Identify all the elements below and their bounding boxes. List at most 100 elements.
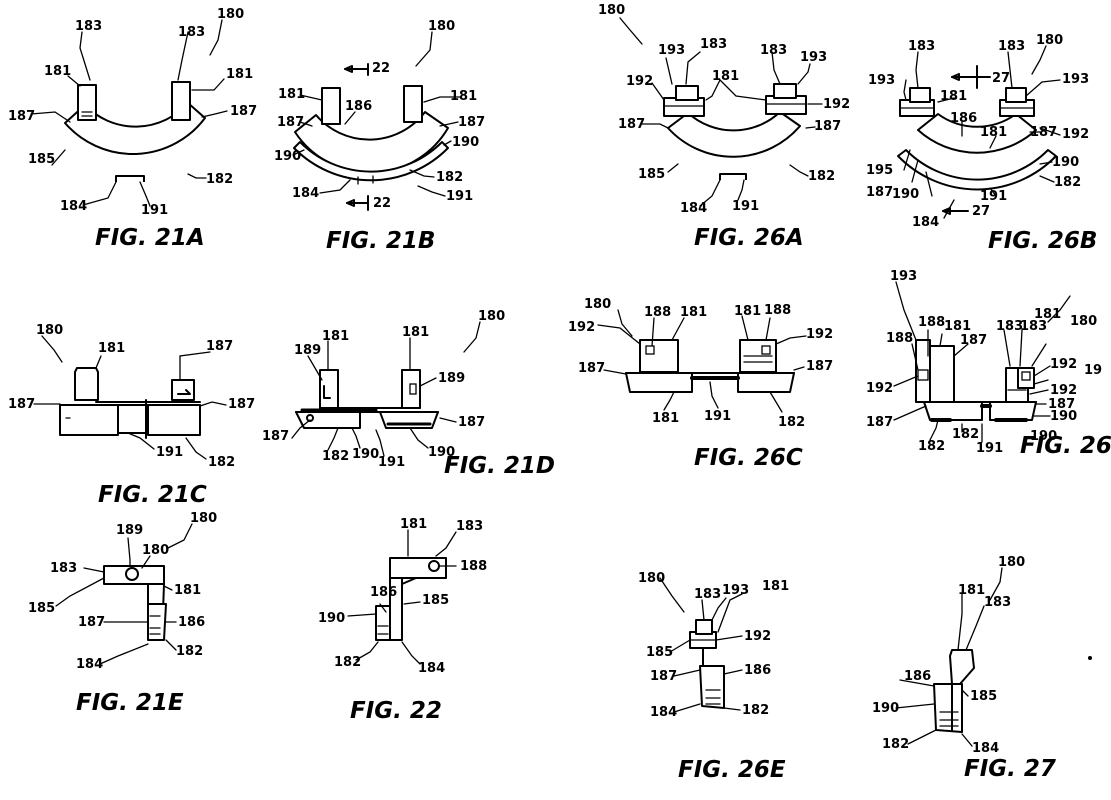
label: 180 <box>638 571 665 586</box>
label: 187 <box>1048 397 1075 412</box>
post-left-26a <box>675 85 699 101</box>
figure-caption: FIG. 26E <box>678 757 786 783</box>
label: 190 <box>1050 409 1077 424</box>
label: 184 <box>912 215 939 230</box>
clamp-left-26d <box>929 345 955 403</box>
label: 181 <box>680 305 707 320</box>
label: 193 <box>1062 72 1089 87</box>
label: 181 <box>322 329 349 344</box>
label: 187 <box>8 397 35 412</box>
label: 187 <box>866 415 893 430</box>
figure-21b: 180 22 181 181 187 186 187 190 190 184 1… <box>274 19 485 254</box>
pivot-hole-22 <box>428 560 440 572</box>
figure-21d: 180 181 189 181 189 187 187 182 190 191 … <box>262 309 555 479</box>
label: 181 <box>278 87 305 102</box>
figure-26b: 183 183 180 193 27 193 181 186 181 187 1… <box>866 33 1097 254</box>
label: 182 <box>882 737 909 752</box>
label: 187 <box>618 117 645 132</box>
label: 180 <box>190 511 217 526</box>
label: 183 <box>908 39 935 54</box>
label: 181 <box>98 341 125 356</box>
label: 192 <box>568 320 595 335</box>
label: 183 <box>694 587 721 602</box>
label: 186 <box>950 111 977 126</box>
label: 193 <box>658 43 685 58</box>
label: 182 <box>1054 175 1081 190</box>
post-right-21a <box>171 81 191 121</box>
label: 186 <box>370 585 397 600</box>
label: 182 <box>334 655 361 670</box>
label: 184 <box>650 705 677 720</box>
post-right-26b <box>1005 87 1027 103</box>
label: 183 <box>996 319 1023 334</box>
sleeve-21e <box>147 603 167 641</box>
figure-26a: 180 193 183 183 193 192 181 192 187 187 … <box>598 3 850 251</box>
label: 189 <box>116 523 143 538</box>
label: 182 <box>208 455 235 470</box>
label: 187 <box>866 185 893 200</box>
label: 183 <box>700 37 727 52</box>
figure-caption: FIG. 21E <box>76 690 184 716</box>
label: 191 <box>732 199 759 214</box>
label: 190 <box>892 187 919 202</box>
label: 187 <box>578 361 605 376</box>
label: 182 <box>778 415 805 430</box>
collar-26b <box>897 149 1057 191</box>
label: 190 <box>872 701 899 716</box>
label: 181 <box>174 583 201 598</box>
label: 192 <box>806 327 833 342</box>
label: 192 <box>866 381 893 396</box>
sleeve-26e <box>699 665 725 709</box>
label: 180 <box>1036 33 1063 48</box>
label: 182 <box>742 703 769 718</box>
label: 182 <box>918 439 945 454</box>
label: 187 <box>8 109 35 124</box>
label: 191 <box>980 189 1007 204</box>
post-left-21b <box>321 87 341 125</box>
label: 181 <box>944 319 971 334</box>
figure-caption: FIG. 26C <box>694 445 803 471</box>
label: 191 <box>141 203 168 218</box>
label: 185 <box>28 152 55 167</box>
label: 181 <box>652 411 679 426</box>
label: 187 <box>960 333 987 348</box>
cradle-arc-26b <box>917 113 1037 154</box>
label: 185 <box>638 167 665 182</box>
label: 181 <box>712 69 739 84</box>
label: 180 <box>428 19 455 34</box>
label: 192 <box>823 97 850 112</box>
label: 183 <box>75 19 102 34</box>
label: 181 <box>980 125 1007 140</box>
label: 193 <box>722 583 749 598</box>
base-right-26c <box>737 372 795 393</box>
label: 187 <box>650 669 677 684</box>
label: 181 <box>400 517 427 532</box>
notch-21a <box>115 175 145 182</box>
sleeve-27 <box>933 683 963 733</box>
label: 180 <box>598 3 625 18</box>
base-left-21d <box>295 411 361 429</box>
figure-caption: FIG. 26A <box>694 225 804 251</box>
label: 187 <box>458 115 485 130</box>
label: 22 <box>373 196 391 211</box>
label: 187 <box>228 397 255 412</box>
figure-21a: 180 183 183 181 181 187 187 185 184 191 … <box>8 7 257 251</box>
label: 183 <box>760 43 787 58</box>
label: 181 <box>940 89 967 104</box>
label: 181 <box>734 304 761 319</box>
cradle-arc-21a <box>64 102 206 156</box>
label: 190 <box>452 135 479 150</box>
label: 182 <box>436 170 463 185</box>
label: 190 <box>1030 429 1057 444</box>
post-left-26b <box>909 87 931 103</box>
base-right-26d <box>989 401 1037 421</box>
label: 186 <box>345 99 372 114</box>
label: 22 <box>372 61 390 76</box>
label: 192 <box>1062 127 1089 142</box>
label: 181 <box>450 89 477 104</box>
label: 186 <box>744 663 771 678</box>
label: 19 <box>1084 363 1102 378</box>
label: 183 <box>456 519 483 534</box>
post-26e <box>695 619 713 635</box>
